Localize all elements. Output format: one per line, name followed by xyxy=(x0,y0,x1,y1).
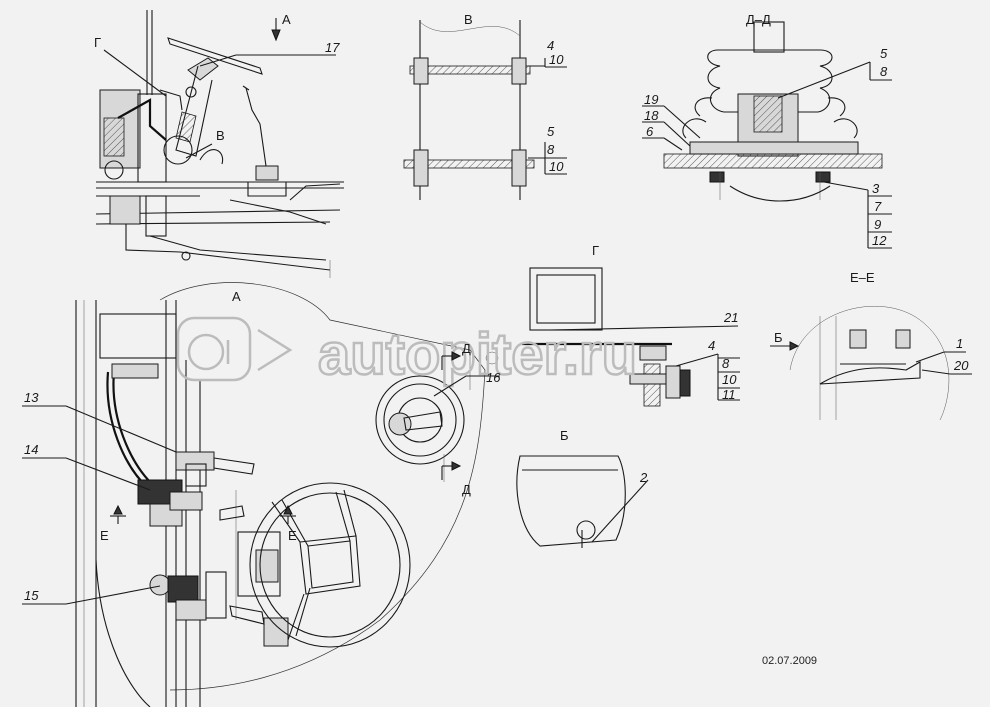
section-d-top-label: Д xyxy=(462,341,471,356)
callout-numbers: 17 4 10 5 8 10 5 8 19 18 6 3 7 9 12 21 4… xyxy=(24,38,969,603)
callout-5-v: 5 xyxy=(547,124,555,139)
callout-16: 16 xyxy=(486,370,501,385)
callout-4-top: 4 xyxy=(547,38,554,53)
view-b-title: Б xyxy=(560,428,569,443)
side-view-assembly xyxy=(95,10,344,278)
callout-10-g: 10 xyxy=(722,372,737,387)
callout-21: 21 xyxy=(723,310,738,325)
callout-8-g: 8 xyxy=(722,356,730,371)
callout-2: 2 xyxy=(639,470,648,485)
section-e-right-label: Е xyxy=(288,528,297,543)
callout-12: 12 xyxy=(872,233,887,248)
callout-20: 20 xyxy=(953,358,969,373)
view-b-arrow-label: Б xyxy=(774,330,783,345)
section-e-left-label: Е xyxy=(100,528,109,543)
view-labels: А А В Г Г Б Б Д–Д Д Д Е–Е Е Е В xyxy=(94,12,875,543)
callout-10-top: 10 xyxy=(549,52,564,67)
callout-17: 17 xyxy=(325,40,340,55)
callout-4-g: 4 xyxy=(708,338,715,353)
callout-8-dd: 8 xyxy=(880,64,888,79)
callout-9: 9 xyxy=(874,217,881,232)
callout-10-v: 10 xyxy=(549,159,564,174)
section-d-bottom-label: Д xyxy=(462,482,471,497)
callout-5-dd: 5 xyxy=(880,46,888,61)
callout-8-v: 8 xyxy=(547,142,555,157)
drawing-date: 02.07.2009 xyxy=(762,655,817,667)
section-dd-boot xyxy=(663,21,883,202)
callout-19: 19 xyxy=(644,92,658,107)
callout-18: 18 xyxy=(644,108,659,123)
callout-15: 15 xyxy=(24,588,39,603)
view-g-pointer-label: Г xyxy=(94,35,101,50)
watermark-logo: autopiter.ru xyxy=(176,316,638,388)
view-g-title: Г xyxy=(592,243,599,258)
view-v-title: В xyxy=(464,12,473,27)
callout-6: 6 xyxy=(646,124,654,139)
view-a-arrow-label: А xyxy=(282,12,291,27)
callout-1: 1 xyxy=(956,336,963,351)
callout-13: 13 xyxy=(24,390,39,405)
watermark-text: autopiter.ru xyxy=(318,322,637,387)
section-arrows xyxy=(110,18,800,524)
section-ee-title: Е–Е xyxy=(850,270,875,285)
callout-3: 3 xyxy=(872,181,880,196)
plan-view-a xyxy=(75,282,499,707)
view-v-bolt-joint xyxy=(403,20,535,200)
callout-14: 14 xyxy=(24,442,38,457)
callout-7: 7 xyxy=(874,199,882,214)
leader-lines xyxy=(22,49,972,605)
view-g-profile xyxy=(522,267,691,407)
view-b-tank xyxy=(516,455,626,548)
view-a-title: А xyxy=(232,289,241,304)
section-ee xyxy=(789,306,950,421)
section-dd-title: Д–Д xyxy=(746,12,771,27)
view-v-pointer-label: В xyxy=(216,128,225,143)
callout-11: 11 xyxy=(722,387,736,402)
